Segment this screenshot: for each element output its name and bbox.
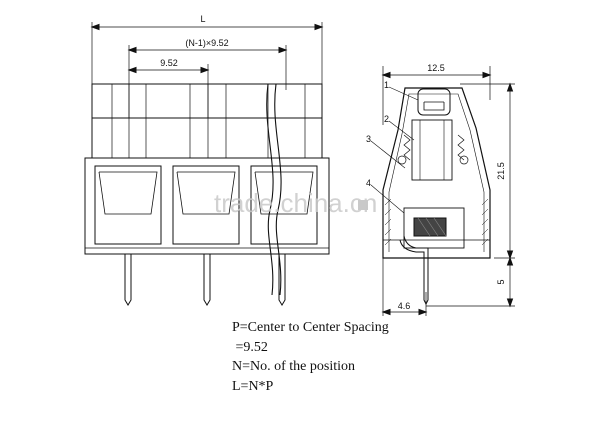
dim-pitch: 9.52: [160, 58, 178, 68]
note-line-2: =9.52: [232, 339, 268, 355]
callout-4: 4: [366, 178, 371, 188]
callout-3: 3: [366, 134, 371, 144]
front-view: [84, 22, 330, 306]
watermark: trade.china.cn: [214, 188, 377, 218]
side-view: [370, 66, 515, 316]
callout-1: 1: [384, 80, 389, 90]
notes-block: P=Center to Center Spacing =9.52 N=No. o…: [232, 318, 389, 396]
dim-pin-offset: 4.6: [398, 301, 411, 311]
dim-height: 21.5: [496, 162, 506, 180]
dim-pitch-span: (N-1)×9.52: [185, 38, 228, 48]
dim-pin-length: 5: [496, 279, 506, 284]
dim-overall-length: L: [200, 14, 205, 24]
note-line-1: P=Center to Center Spacing: [232, 320, 389, 335]
note-line-4: L=N*P: [232, 378, 274, 394]
note-line-3: N=No. of the position: [232, 359, 355, 374]
callout-2: 2: [384, 114, 389, 124]
dim-width: 12.5: [427, 63, 445, 73]
watermark-text: trade.china.cn: [214, 188, 377, 218]
